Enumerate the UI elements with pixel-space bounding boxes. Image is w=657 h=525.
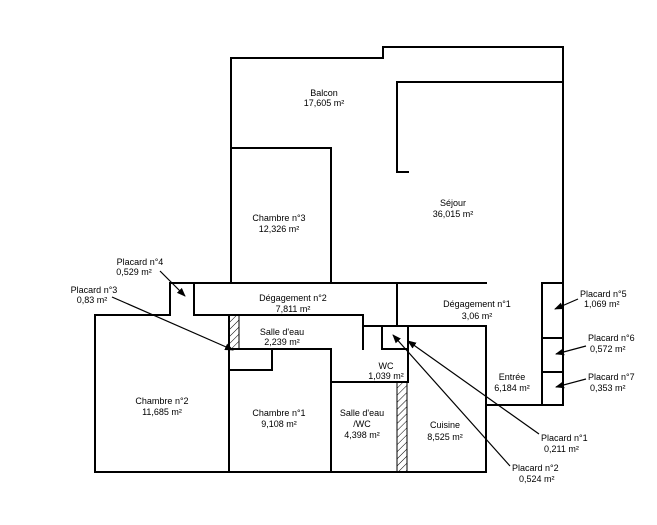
room-salle-eau-wc: Salle d'eau /WC 4,398 m² bbox=[340, 408, 384, 440]
room-name: Séjour bbox=[440, 198, 466, 208]
room-area: 7,811 m² bbox=[276, 304, 311, 314]
room-name: Chambre n°1 bbox=[252, 408, 305, 418]
room-name: Dégagement n°2 bbox=[259, 293, 327, 303]
leader-arrow bbox=[555, 345, 587, 356]
closet-name: Placard n°2 bbox=[512, 463, 559, 473]
room-chambre1: Chambre n°1 9,108 m² bbox=[252, 408, 305, 429]
closet-name: Placard n°7 bbox=[588, 372, 635, 382]
room-name: Dégagement n°1 bbox=[443, 299, 511, 309]
room-name: Chambre n°2 bbox=[135, 396, 188, 406]
room-area: 11,685 m² bbox=[142, 407, 182, 417]
room-degagement2: Dégagement n°2 7,811 m² bbox=[259, 293, 327, 314]
room-area: 3,06 m² bbox=[462, 311, 493, 321]
closet-placard7: Placard n°7 0,353 m² bbox=[555, 372, 635, 393]
room-name-line1: Salle d'eau bbox=[340, 408, 384, 418]
closet-placard2: Placard n°2 0,524 m² bbox=[392, 334, 559, 484]
closet-area: 0,524 m² bbox=[519, 474, 555, 484]
closet-placard4: Placard n°4 0,529 m² bbox=[116, 257, 186, 297]
room-area: 2,239 m² bbox=[264, 337, 300, 347]
room-area: 8,525 m² bbox=[427, 432, 463, 442]
leader-arrow bbox=[555, 378, 587, 389]
room-entree: Entrée 6,184 m² bbox=[494, 372, 530, 393]
room-name: Salle d'eau bbox=[260, 327, 304, 337]
closet-area: 0,529 m² bbox=[116, 267, 152, 277]
room-balcon: Balcon 17,605 m² bbox=[304, 88, 345, 108]
closet-placard6: Placard n°6 0,572 m² bbox=[555, 333, 635, 356]
room-area: 4,398 m² bbox=[344, 430, 380, 440]
room-wc: WC 1,039 m² bbox=[368, 361, 404, 381]
leader-arrow bbox=[554, 298, 579, 310]
closet-name: Placard n°5 bbox=[580, 289, 627, 299]
room-area: 17,605 m² bbox=[304, 98, 345, 108]
room-name-line2: /WC bbox=[353, 419, 371, 429]
closet-area: 1,069 m² bbox=[584, 299, 620, 309]
closet-placard3: Placard n°3 0,83 m² bbox=[71, 285, 234, 351]
closet-name: Placard n°3 bbox=[71, 285, 118, 295]
closet-name: Placard n°1 bbox=[541, 433, 588, 443]
leader-arrow bbox=[111, 296, 234, 351]
room-salle-eau: Salle d'eau 2,239 m² bbox=[260, 327, 304, 347]
room-degagement1: Dégagement n°1 3,06 m² bbox=[443, 299, 511, 321]
room-name: Cuisine bbox=[430, 420, 460, 430]
closet-name: Placard n°6 bbox=[588, 333, 635, 343]
hatched-wall-cuisine bbox=[396, 381, 408, 473]
room-name: Chambre n°3 bbox=[252, 213, 305, 223]
closet-area: 0,83 m² bbox=[77, 295, 108, 305]
room-name: WC bbox=[379, 361, 394, 371]
closet-placard1: Placard n°1 0,211 m² bbox=[407, 340, 588, 454]
closet-placard5: Placard n°5 1,069 m² bbox=[554, 289, 627, 310]
closet-area: 0,353 m² bbox=[590, 383, 626, 393]
room-sejour: Séjour 36,015 m² bbox=[433, 198, 474, 219]
leader-arrow bbox=[392, 334, 511, 467]
hatched-wall-salle-eau bbox=[228, 314, 240, 350]
closet-area: 0,211 m² bbox=[544, 444, 579, 454]
room-chambre3: Chambre n°3 12,326 m² bbox=[252, 213, 305, 234]
room-area: 6,184 m² bbox=[494, 383, 530, 393]
leader-arrow bbox=[407, 340, 540, 435]
room-cuisine: Cuisine 8,525 m² bbox=[427, 420, 463, 442]
closet-area: 0,572 m² bbox=[590, 344, 626, 354]
room-name: Balcon bbox=[310, 88, 338, 98]
room-chambre2: Chambre n°2 11,685 m² bbox=[135, 396, 188, 417]
room-area: 1,039 m² bbox=[368, 371, 404, 381]
room-area: 9,108 m² bbox=[261, 419, 297, 429]
room-name: Entrée bbox=[499, 372, 526, 382]
closet-name: Placard n°4 bbox=[117, 257, 164, 267]
room-area: 36,015 m² bbox=[433, 209, 474, 219]
leader-arrow bbox=[159, 270, 186, 297]
walls bbox=[94, 46, 564, 473]
room-area: 12,326 m² bbox=[259, 224, 300, 234]
